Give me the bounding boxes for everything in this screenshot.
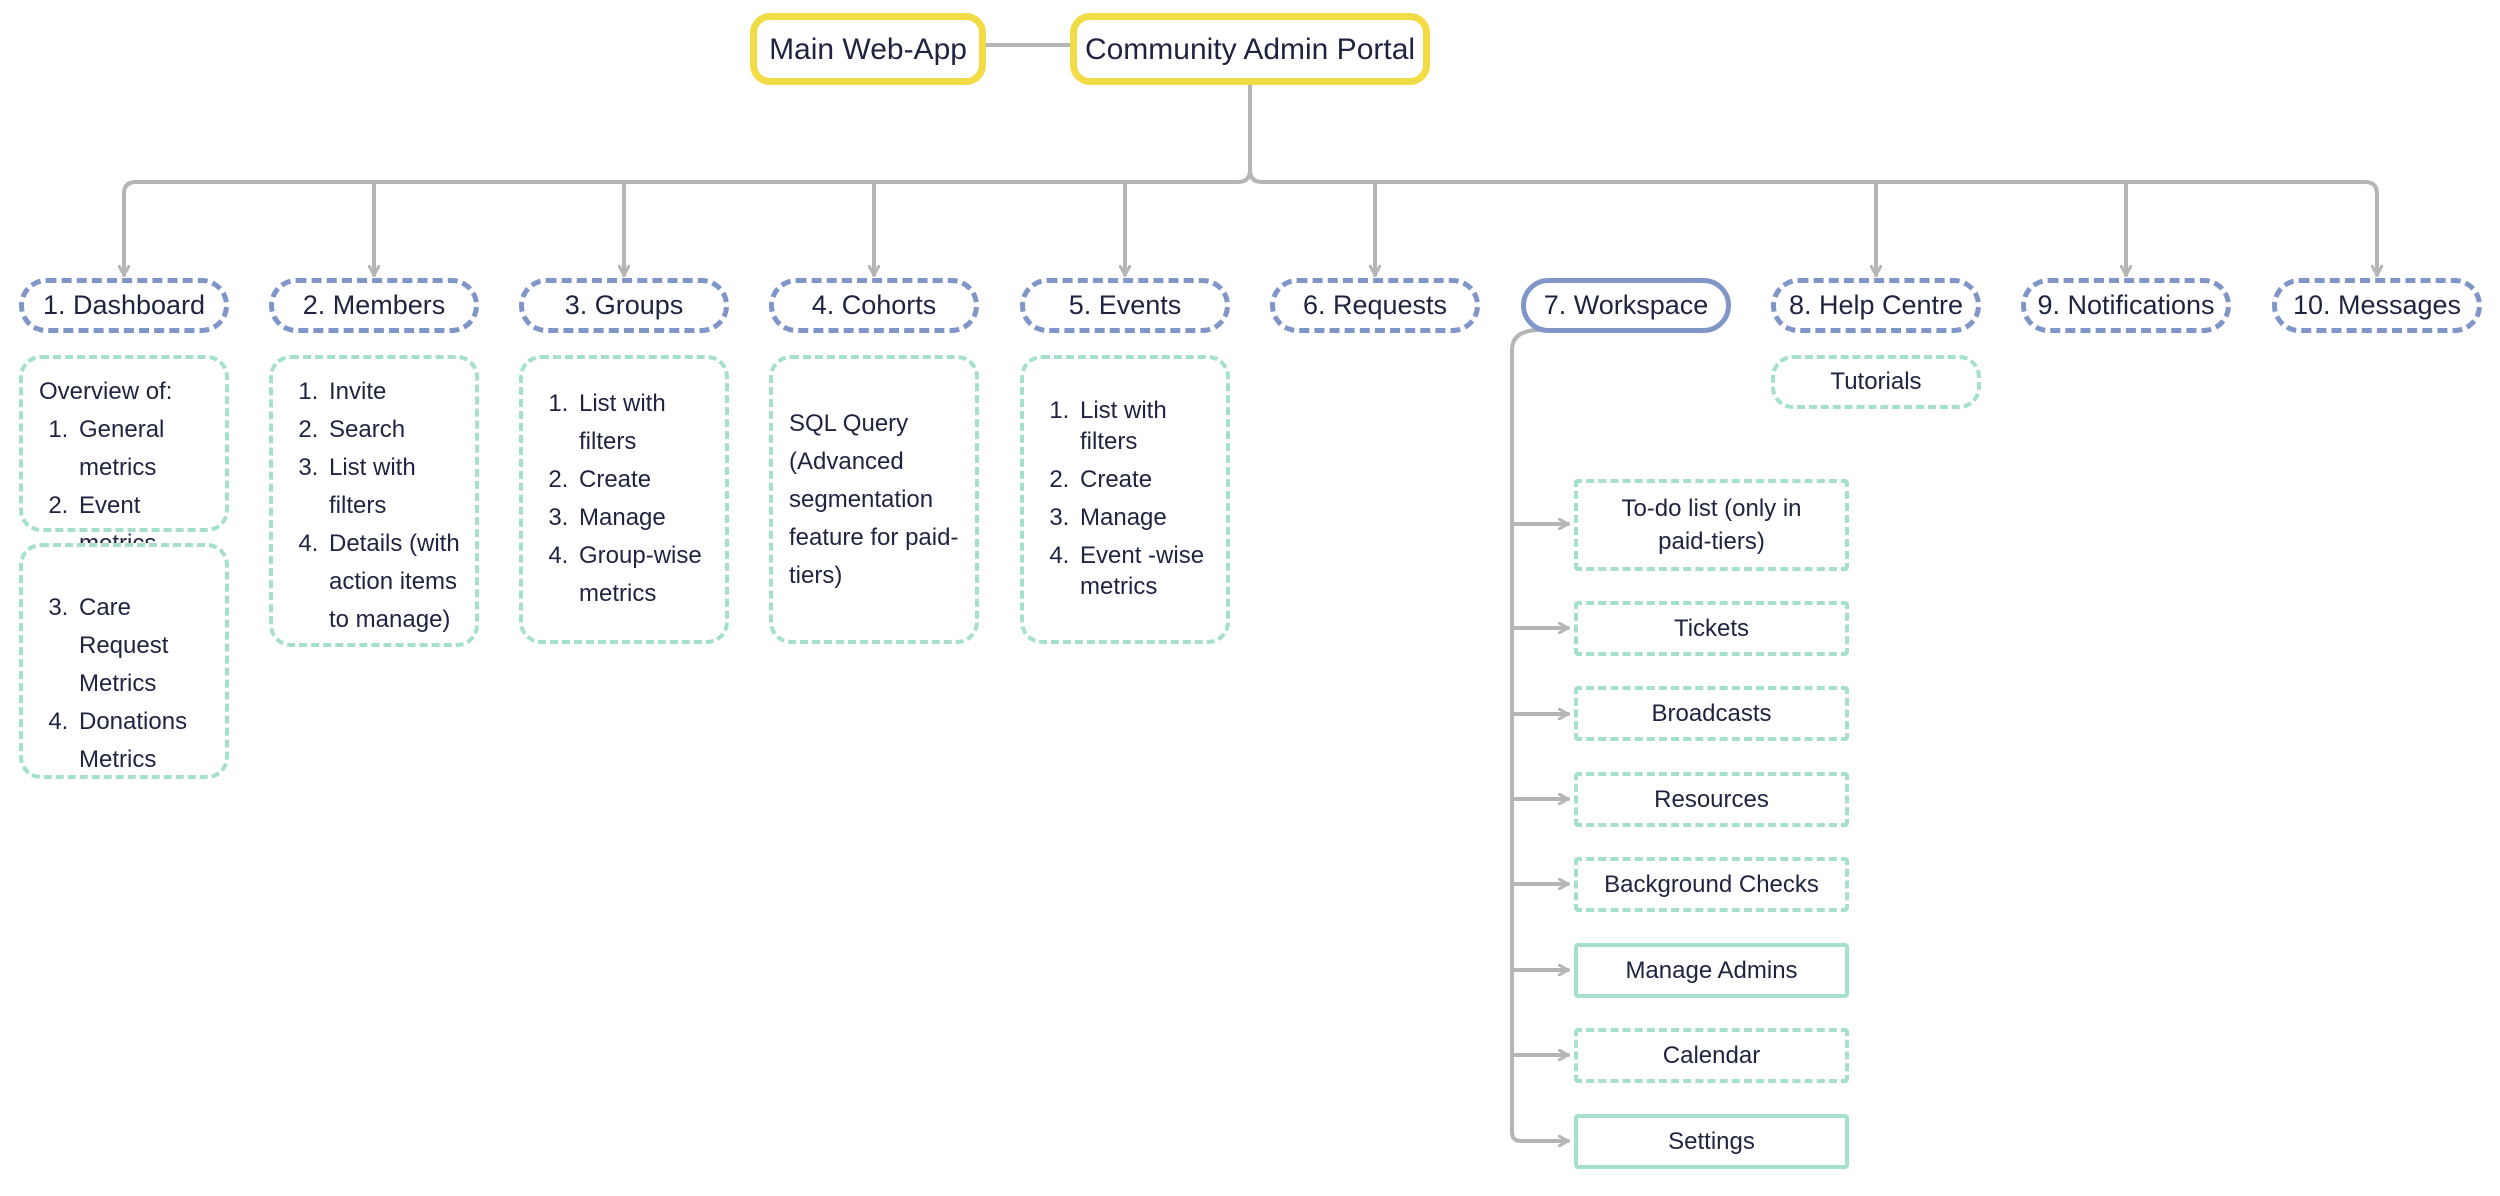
dashboard-overview-box: Overview of: General metrics Event metri… bbox=[19, 355, 229, 557]
section-help-centre[interactable]: 8. Help Centre bbox=[1771, 278, 1981, 333]
list-item: Invite bbox=[325, 373, 461, 411]
dashboard-overview-heading: Overview of: bbox=[39, 378, 173, 405]
section-dashboard[interactable]: 1. Dashboard bbox=[19, 278, 229, 333]
list-item: Search bbox=[325, 411, 461, 449]
list-item: Group-wise metrics bbox=[575, 537, 711, 613]
list-item: Care Request Metrics bbox=[75, 589, 211, 703]
workspace-calendar[interactable]: Calendar bbox=[1574, 1028, 1849, 1083]
events-list: List with filters Create Manage Event -w… bbox=[1040, 395, 1212, 602]
members-details-box: Invite Search List with filters Details … bbox=[269, 355, 479, 647]
main-web-app-node[interactable]: Main Web-App bbox=[750, 13, 986, 85]
workspace-broadcasts[interactable]: Broadcasts bbox=[1574, 686, 1849, 741]
list-item: Manage bbox=[575, 499, 711, 537]
workspace-spine bbox=[1510, 328, 1570, 1141]
dashboard-list-2: Care Request Metrics Donations Metrics bbox=[39, 589, 211, 779]
workspace-settings[interactable]: Settings bbox=[1574, 1114, 1849, 1169]
workspace-todo-list[interactable]: To-do list (only in paid-tiers) bbox=[1574, 479, 1849, 571]
list-item: Manage bbox=[1076, 502, 1212, 533]
section-members[interactable]: 2. Members bbox=[269, 278, 479, 333]
list-item: Event -wise metrics bbox=[1076, 540, 1212, 602]
list-item: List with filters bbox=[1076, 395, 1212, 457]
members-list: Invite Search List with filters Details … bbox=[289, 373, 461, 639]
events-details-box: List with filters Create Manage Event -w… bbox=[1020, 355, 1230, 644]
list-item: Details (with action items to manage) bbox=[325, 525, 461, 639]
trunk-right-line bbox=[1248, 168, 2377, 277]
list-item: List with filters bbox=[575, 385, 711, 461]
dashboard-list-1: General metrics Event metrics bbox=[39, 411, 211, 563]
list-item: Create bbox=[575, 461, 711, 499]
section-groups[interactable]: 3. Groups bbox=[519, 278, 729, 333]
workspace-background-checks[interactable]: Background Checks bbox=[1574, 857, 1849, 912]
groups-list: List with filters Create Manage Group-wi… bbox=[539, 385, 711, 613]
section-events[interactable]: 5. Events bbox=[1020, 278, 1230, 333]
section-requests[interactable]: 6. Requests bbox=[1270, 278, 1480, 333]
list-item: List with filters bbox=[325, 449, 461, 525]
workspace-tickets[interactable]: Tickets bbox=[1574, 601, 1849, 656]
workspace-manage-admins[interactable]: Manage Admins bbox=[1574, 943, 1849, 998]
groups-details-box: List with filters Create Manage Group-wi… bbox=[519, 355, 729, 644]
workspace-resources[interactable]: Resources bbox=[1574, 772, 1849, 827]
cohorts-description: SQL Query (Advanced segmentation feature… bbox=[789, 410, 959, 589]
cohorts-details-box: SQL Query (Advanced segmentation feature… bbox=[769, 355, 979, 644]
section-cohorts[interactable]: 4. Cohorts bbox=[769, 278, 979, 333]
help-centre-tutorials[interactable]: Tutorials bbox=[1771, 355, 1981, 409]
list-item: Donations Metrics bbox=[75, 703, 211, 779]
section-messages[interactable]: 10. Messages bbox=[2272, 278, 2482, 333]
trunk-line bbox=[124, 83, 1252, 277]
section-notifications[interactable]: 9. Notifications bbox=[2021, 278, 2231, 333]
list-item: Create bbox=[1076, 464, 1212, 495]
community-admin-portal-node[interactable]: Community Admin Portal bbox=[1070, 13, 1430, 85]
dashboard-metrics-box: Care Request Metrics Donations Metrics bbox=[19, 543, 229, 779]
list-item: General metrics bbox=[75, 411, 211, 487]
section-workspace[interactable]: 7. Workspace bbox=[1521, 278, 1731, 333]
